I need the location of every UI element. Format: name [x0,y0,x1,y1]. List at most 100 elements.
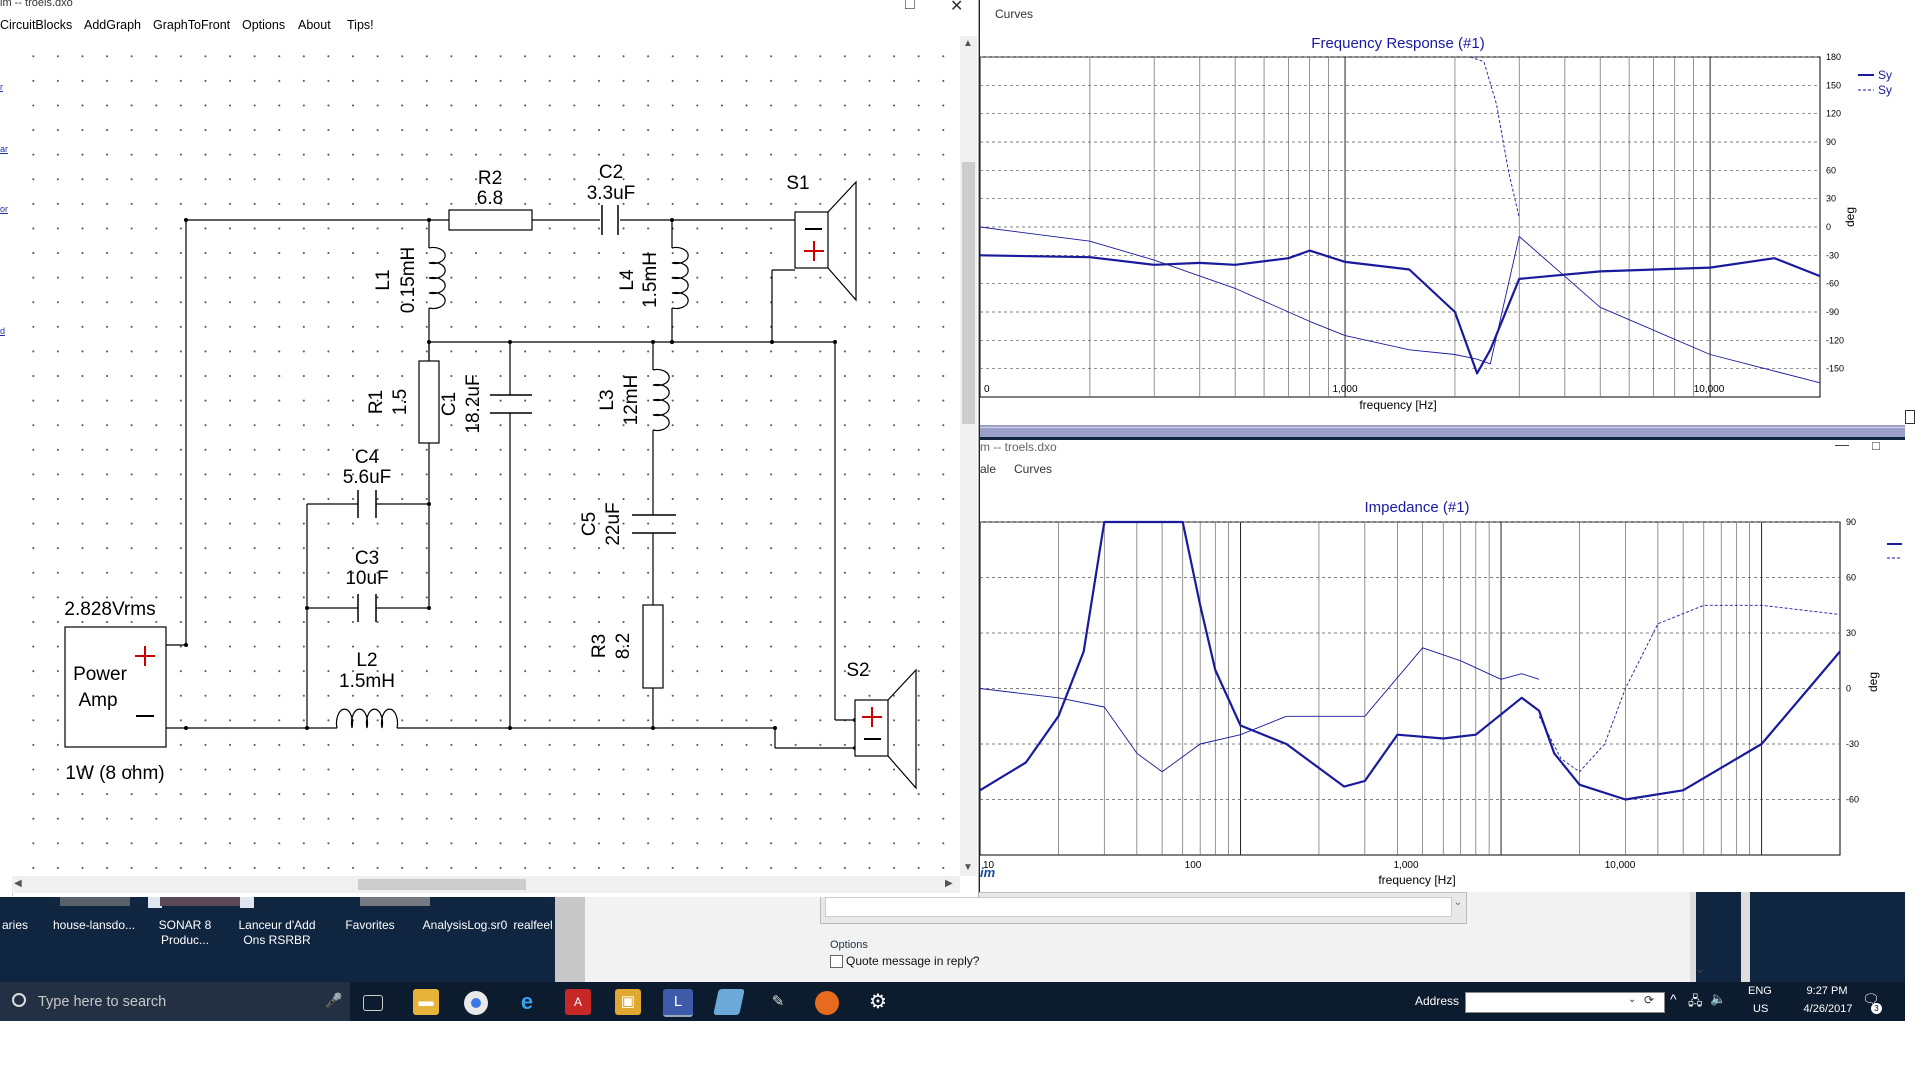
cortana-icon[interactable] [12,993,26,1007]
resistor-r3[interactable] [642,604,664,689]
capacitor-c5[interactable] [632,514,676,534]
maximize-icon[interactable]: □ [905,0,915,13]
shortcut-icon [148,896,162,908]
minimize-icon[interactable]: — [1835,436,1849,452]
chart-title: Frequency Response (#1) [1311,35,1484,52]
xsim-app-icon[interactable]: L [663,989,693,1017]
search-placeholder: Type here to search [38,994,167,1010]
scroll-left-icon[interactable]: ◀ [14,878,22,889]
resize-icon[interactable] [1905,410,1915,424]
strip-link[interactable]: ar [0,144,9,154]
y-axis-label: deg [1866,672,1880,692]
chevron-down-icon[interactable]: ⌄ [1453,897,1462,908]
amp-power-rating: 1W (8 ohm) [65,763,164,784]
desktop-icon-label[interactable]: Favorites [345,918,395,932]
scroll-up-icon[interactable]: ▲ [963,38,973,49]
speaker-s2[interactable] [854,668,917,790]
y-tick-label: 0 [1826,222,1831,232]
scroll-down-icon[interactable]: ▼ [963,862,973,873]
search-box[interactable]: 🎤 [0,982,350,1021]
inductor-l3[interactable] [652,368,670,432]
capacitor-c4[interactable] [357,490,377,518]
firefox-icon[interactable] [815,991,839,1015]
volume-icon[interactable]: 🔈 [1710,991,1727,1006]
inductor-l2[interactable] [335,708,399,729]
notification-count-badge: 3 [1871,1003,1882,1014]
strip-link[interactable]: or [0,204,9,214]
clock-time[interactable]: 9:27 PM [1806,985,1848,997]
series-line [1469,56,1520,218]
maximize-icon[interactable]: □ [1872,438,1880,453]
desktop-icon-label[interactable]: SONAR 8 Produc... [150,918,220,948]
address-input[interactable]: ⌄ ⟳ [1465,992,1665,1013]
menu-curves[interactable]: Curves [995,7,1034,21]
file-explorer-icon[interactable]: ▬ [413,989,439,1015]
chevron-down-icon[interactable]: ⌄ [1694,960,1706,976]
menu-tips[interactable]: Tips! [347,18,374,32]
desktop-icon-label[interactable]: realfeel [513,918,553,932]
refresh-icon[interactable]: ⟳ [1644,993,1655,1007]
c5-name: C5 [579,512,600,536]
acrobat-icon[interactable]: A [565,989,591,1015]
series-line [980,520,1841,801]
menu-graphtofront[interactable]: GraphToFront [153,18,231,32]
schematic-canvas[interactable] [12,36,960,876]
resistor-r1[interactable] [418,360,440,444]
image-viewer-icon[interactable]: ▣ [615,989,641,1015]
speaker-s1[interactable] [794,180,857,302]
menu-circuitblocks[interactable]: CircuitBlocks [0,18,73,32]
circuit-titlebar[interactable]: im -- troels.dxo □ ✕ [0,0,978,15]
clock-date[interactable]: 4/26/2017 [1803,1003,1853,1015]
capacitor-c1[interactable] [490,394,532,414]
y-tick-label: 150 [1826,80,1841,90]
menu-curves[interactable]: Curves [1014,462,1053,476]
capacitor-c2[interactable] [601,205,619,235]
quote-checkbox[interactable] [830,955,843,968]
settings-gear-icon[interactable]: ⚙ [869,991,887,1013]
inductor-l1[interactable] [428,246,446,310]
strip-link[interactable]: r [0,82,3,92]
source-voltage: 2.828Vrms [64,599,155,620]
menu-options[interactable]: Options [242,18,286,32]
close-icon[interactable]: ✕ [950,0,964,15]
c2-name: C2 [599,162,623,183]
reply-textbox[interactable]: ⌄ [820,892,1467,924]
menu-scale[interactable]: ale [980,462,997,476]
power-amp-block[interactable] [64,626,167,748]
notepad-icon[interactable] [713,989,745,1015]
menu-about[interactable]: About [298,18,331,32]
x-tick-label: 10,000 [1605,860,1636,871]
task-view-icon[interactable] [363,995,383,1011]
internet-explorer-icon[interactable]: e [520,989,534,1014]
language-indicator[interactable]: ENG [1748,985,1772,997]
grid [980,521,1840,855]
desktop-icon-label[interactable]: house-lansdo... [52,918,136,932]
scroll-right-icon[interactable]: ▶ [945,878,953,889]
desktop-icon-label[interactable]: Lanceur d'Add Ons RSRBR [232,918,322,948]
paint-icon[interactable]: ✎ [771,993,785,1010]
reply-textarea[interactable] [825,897,1452,917]
desktop-icon-label[interactable]: aries [1,918,28,932]
strip-link[interactable]: d [0,326,6,336]
wires [166,219,855,749]
x-tick-label: 10,000 [1694,384,1725,395]
chevron-up-icon[interactable]: ^ [1670,991,1677,1007]
window-divider [980,425,1905,437]
resistor-r2[interactable] [448,209,533,231]
series-line [980,249,1821,375]
capacitor-c3[interactable] [357,594,377,622]
menu-addgraph[interactable]: AddGraph [84,18,141,32]
forum-scrollbar[interactable]: ⌄ [1690,892,1750,982]
region-indicator[interactable]: US [1753,1003,1769,1015]
horizontal-scroll-thumb[interactable] [358,879,526,890]
desktop-icon-label[interactable]: AnalysisLog.sr0 [422,918,508,932]
shortcut-icon [240,896,254,908]
network-icon[interactable]: 🖧 [1688,993,1703,1008]
chevron-down-icon[interactable]: ⌄ [1628,994,1637,1005]
chrome-icon[interactable] [464,991,488,1015]
microphone-icon[interactable]: 🎤 [325,992,343,1008]
inductor-l4[interactable] [671,246,689,310]
vertical-scroll-thumb[interactable] [962,162,975,424]
